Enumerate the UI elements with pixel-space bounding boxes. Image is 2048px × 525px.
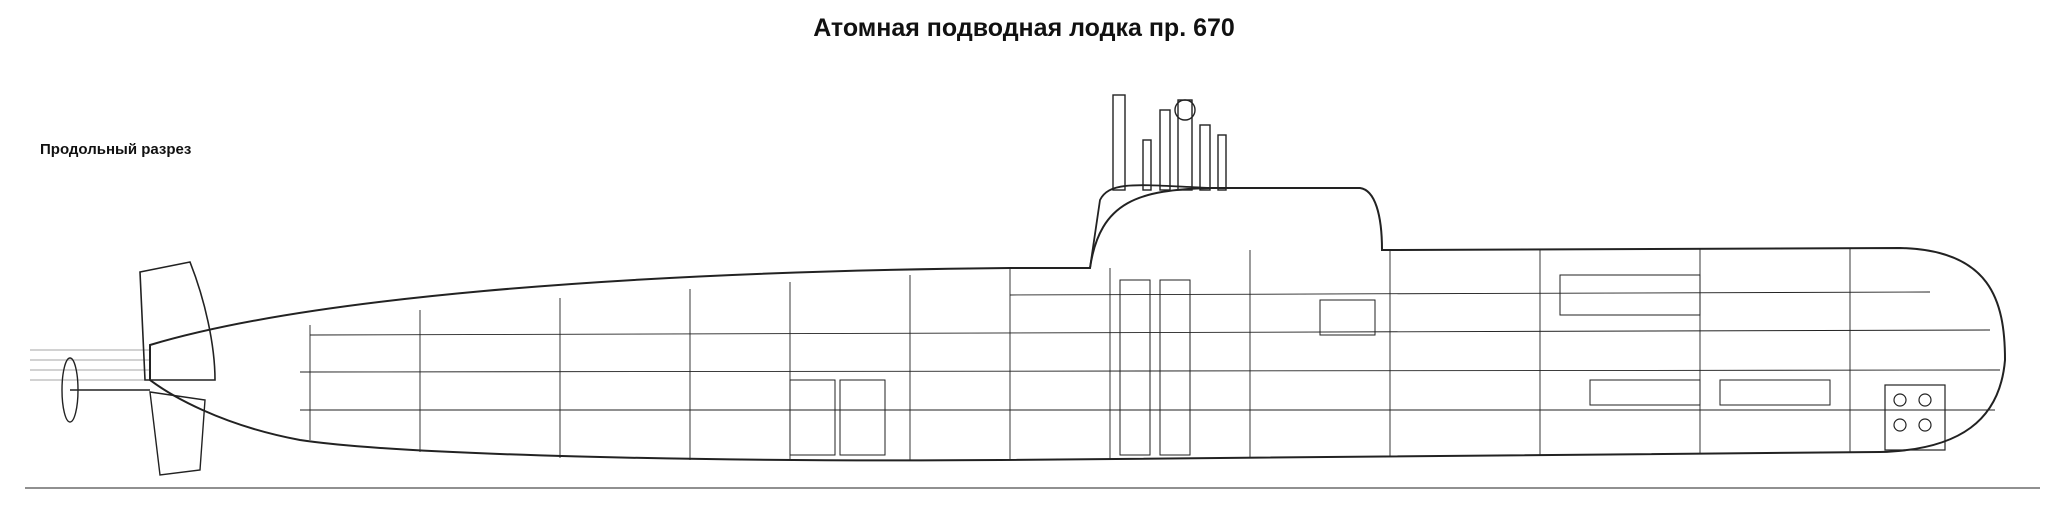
water-lines — [30, 349, 150, 381]
drawing-title: Атомная подводная лодка пр. 670 — [813, 14, 1235, 42]
rudder — [139, 261, 216, 381]
torpedo-tubes — [1884, 384, 1946, 451]
lower-rudder — [149, 391, 206, 476]
masts — [1112, 94, 1227, 191]
equipment — [789, 274, 1831, 456]
sail — [1089, 184, 1211, 269]
hull-outline — [149, 187, 2007, 462]
section-caption: Продольный разрез — [40, 141, 192, 158]
bulkheads — [309, 248, 1851, 460]
